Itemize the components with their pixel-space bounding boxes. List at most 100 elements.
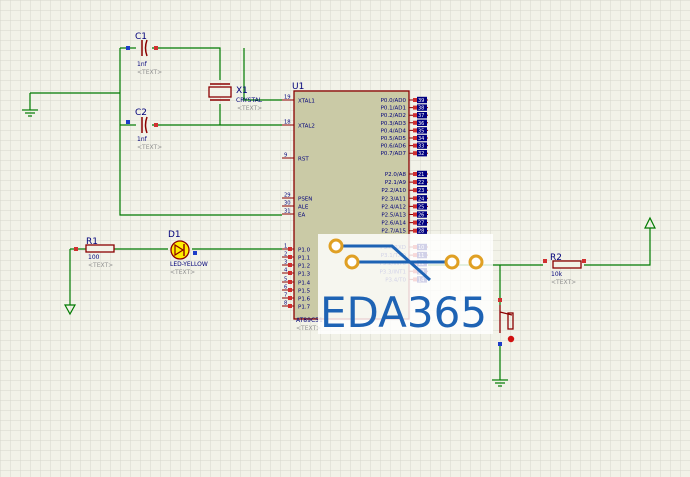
mcu-pin-right[interactable]: 21 P2.0/A8 xyxy=(385,170,428,178)
mcu-pin-left[interactable]: 1P1.0 xyxy=(282,244,311,254)
pin-name: P1.2 xyxy=(298,264,310,270)
pin-number: 38 xyxy=(418,106,424,112)
pin-marker xyxy=(74,247,78,251)
pin-number-box xyxy=(417,119,427,126)
wire-xtal1 xyxy=(243,48,282,101)
mcu-pin-left[interactable]: 6P1.5 xyxy=(282,285,311,295)
pin-number-box xyxy=(417,112,427,119)
pin-marker xyxy=(413,151,417,156)
pin-name: P1.5 xyxy=(298,289,311,295)
pin-number-box xyxy=(417,227,427,234)
r1-text-placeholder: <TEXT> xyxy=(88,262,113,269)
pin-number: 27 xyxy=(418,221,424,227)
pin-number: 39 xyxy=(418,98,424,104)
pin-marker xyxy=(498,298,502,302)
mcu-pin-left[interactable]: 2P1.1 xyxy=(282,252,310,262)
d1-value: LED-YELLOW xyxy=(170,261,208,268)
pin-number: 21 xyxy=(418,172,424,178)
pin-number: 4 xyxy=(284,268,288,274)
mcu-pin-right[interactable]: 27 P2.6/A14 xyxy=(381,219,428,227)
pin-number-box xyxy=(417,170,427,178)
pin-name: P0.5/AD5 xyxy=(381,136,407,142)
wire-r2-vcc xyxy=(584,228,651,266)
resistor-r1[interactable]: R1 100 <TEXT> xyxy=(74,237,115,269)
pin-number: 7 xyxy=(284,293,287,299)
pin-name: P2.2/A10 xyxy=(381,188,406,194)
pin-marker xyxy=(154,123,158,127)
pin-name: XTAL1 xyxy=(298,99,315,105)
pin-marker xyxy=(288,255,292,259)
c1-text-placeholder: <TEXT> xyxy=(137,69,162,76)
pin-name: P1.6 xyxy=(298,297,311,303)
mcu-pin-left[interactable]: 4P1.3 xyxy=(282,268,311,278)
pin-number: 5 xyxy=(284,277,287,283)
switch-actuator-icon[interactable] xyxy=(507,335,515,343)
mcu-pin-left[interactable]: 3P1.2 xyxy=(282,260,310,270)
mcu-pin-left[interactable]: 7P1.6 xyxy=(282,293,311,303)
pin-marker xyxy=(413,212,417,217)
pin-marker xyxy=(543,259,547,263)
ground-icon xyxy=(492,379,508,387)
mcu-pin-right[interactable]: 39 P0.0/AD0 xyxy=(381,96,428,104)
r2-ref: R2 xyxy=(550,253,562,263)
pin-number: 28 xyxy=(418,229,424,235)
x1-text-placeholder: <TEXT> xyxy=(237,105,262,112)
capacitor-c2[interactable]: C2 1nf <TEXT> xyxy=(126,108,162,151)
pin-number: 24 xyxy=(418,196,424,202)
pin-marker xyxy=(413,105,417,110)
pin-name: P0.0/AD0 xyxy=(381,98,407,104)
u1-ref: U1 xyxy=(292,82,304,92)
pin-number: 32 xyxy=(418,151,424,157)
pin-marker xyxy=(288,271,292,275)
mcu-pin-right[interactable]: 28 P2.7/A15 xyxy=(381,227,428,235)
ground-arrow-icon xyxy=(63,304,77,316)
pin-marker xyxy=(413,228,417,233)
r1-value: 100 xyxy=(88,254,100,261)
pin-marker xyxy=(193,251,197,255)
pin-marker xyxy=(126,46,130,50)
r2-value: 10k xyxy=(551,271,563,278)
wire-left-bus xyxy=(119,48,282,216)
pin-marker xyxy=(413,220,417,225)
pin-marker xyxy=(126,120,130,124)
pin-number: 1 xyxy=(284,244,287,250)
pin-name: P2.0/A8 xyxy=(385,172,407,178)
d1-ref: D1 xyxy=(168,230,181,240)
mcu-pin-left[interactable]: 8P1.7 xyxy=(282,301,311,311)
c1-value: 1nf xyxy=(137,61,148,68)
capacitor-c1[interactable]: C1 1nf <TEXT> xyxy=(126,32,162,76)
pin-name: P2.6/A14 xyxy=(381,221,406,227)
resistor-r2[interactable]: R2 10k <TEXT> xyxy=(543,253,586,286)
pin-number-box xyxy=(417,211,427,218)
pin-name: P2.7/A15 xyxy=(381,229,406,235)
mcu-pin-left[interactable]: 5P1.4 xyxy=(282,277,311,287)
led-d1[interactable]: D1 LED-YELLOW <TEXT> xyxy=(168,230,208,276)
pin-number-box xyxy=(417,219,427,226)
c2-text-placeholder: <TEXT> xyxy=(137,144,162,151)
crystal-x1[interactable]: X1 CRYSTAL <TEXT> xyxy=(208,83,263,112)
pin-number-box xyxy=(417,150,427,157)
pin-number: 3 xyxy=(284,260,287,266)
pin-name: P1.3 xyxy=(298,272,311,278)
pin-number: 26 xyxy=(418,213,424,219)
push-button-switch[interactable] xyxy=(498,298,515,346)
